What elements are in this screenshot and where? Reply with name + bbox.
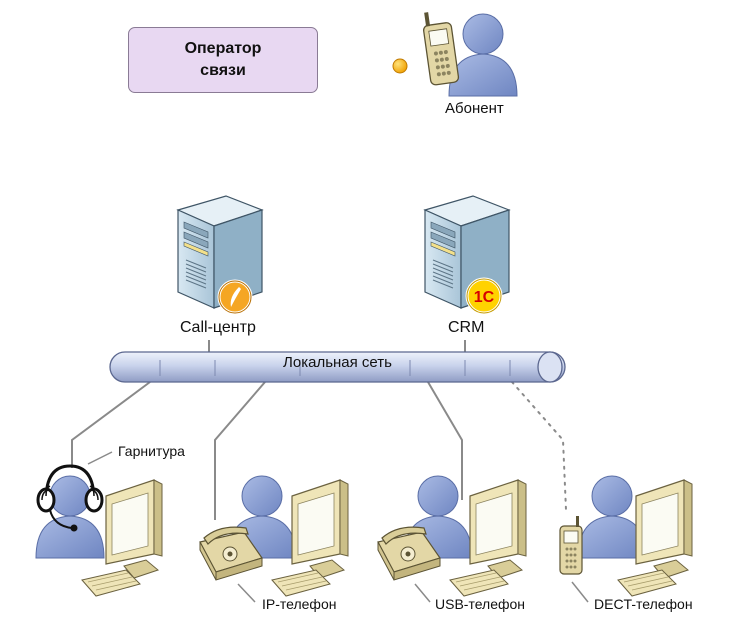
call-center-label: Call-центр	[180, 319, 256, 336]
local-network-label: Локальная сеть	[283, 354, 392, 371]
monitor-icon	[635, 479, 693, 579]
workstation-ip-phone	[199, 475, 349, 603]
ip-phone-label: IP-телефон	[262, 596, 337, 612]
headset-icon	[36, 464, 104, 532]
link-dect-wireless	[511, 381, 567, 511]
1c-badge-icon: 1С	[465, 277, 503, 315]
mobile-phone-icon	[559, 515, 583, 575]
monitor-icon	[291, 479, 349, 579]
monitor-icon	[105, 479, 163, 579]
1c-badge-text: 1С	[474, 289, 495, 306]
workstation-headset	[35, 451, 163, 597]
monitor-icon	[469, 479, 527, 579]
link-usb-phone-station	[427, 381, 463, 500]
crm-label: CRM	[448, 319, 485, 336]
headset-label: Гарнитура	[118, 443, 185, 459]
operator-label-line1: Оператор	[184, 40, 262, 57]
link-ip-phone-station	[214, 381, 266, 520]
operator-label-line2: связи	[200, 62, 246, 79]
call-center-badge-icon	[217, 279, 253, 315]
workstation-dect-phone	[559, 475, 693, 603]
workstation-usb-phone	[377, 475, 527, 603]
subscriber-signal-dot	[392, 58, 408, 74]
subscriber-mobile-phone-icon	[422, 12, 460, 86]
link-headset-station	[71, 381, 151, 468]
network-connection-lines	[71, 340, 567, 520]
operator-box: Оператор связи	[128, 27, 318, 93]
subscriber-label: Абонент	[445, 100, 504, 117]
subscriber-group	[392, 12, 518, 97]
local-network-bus	[109, 351, 566, 383]
usb-phone-label: USB-телефон	[435, 596, 526, 612]
subscriber-person	[448, 13, 518, 97]
dect-phone-label: DECT-телефон	[594, 596, 693, 612]
